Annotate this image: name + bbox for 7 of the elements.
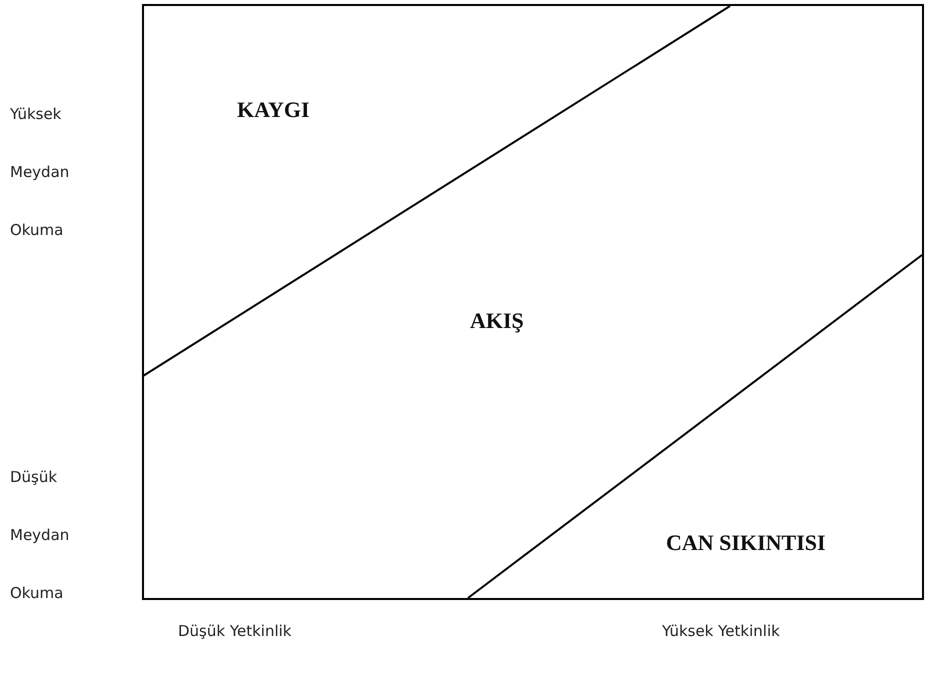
region-label: AKIŞ — [470, 308, 524, 334]
y-axis-label: Düşük Meydan Okuma — [10, 467, 70, 604]
y-axis-label: Yüksek Meydan Okuma — [10, 104, 70, 241]
x-axis-label: Yüksek Yetkinlik — [662, 622, 780, 640]
region-label: CAN SIKINTISI — [666, 530, 826, 556]
region-label: KAYGI — [237, 97, 310, 123]
x-axis-label: Düşük Yetkinlik — [178, 622, 292, 640]
